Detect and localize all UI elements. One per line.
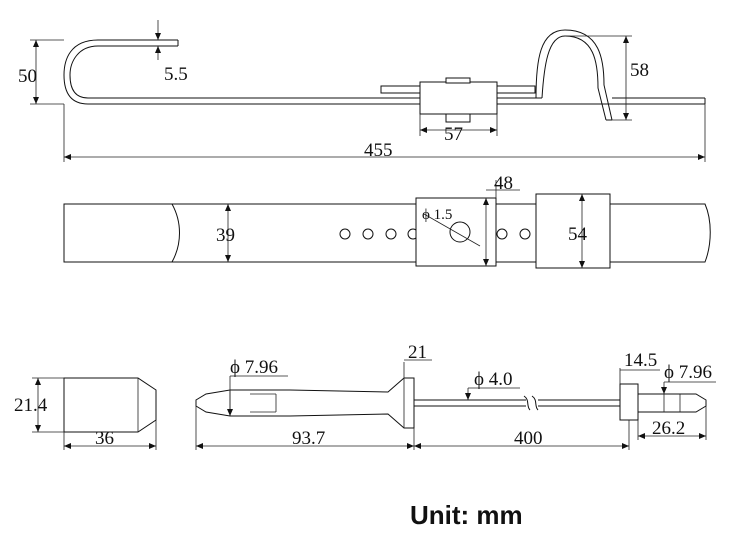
hole [339,228,351,240]
pin-view: 21.4 36 ϕ 7.96 21 93.7 ϕ 4.0 400 14.5 ϕ … [14,342,716,450]
unit-label: Unit: mm [410,500,523,530]
end-dia-dim-label: ϕ 7.96 [664,362,712,383]
top-view: 39 ϕ 1.5 48 54 [63,173,711,269]
right-hook-inner [541,35,607,121]
right-hook [535,29,613,121]
side-view: 50 5.5 58 57 455 [18,20,706,162]
end-pin [637,393,707,413]
end-length-dim-label: 26.2 [652,418,685,439]
hole [385,228,397,240]
band-dim-label: 39 [216,225,235,246]
block2-dim-label: 54 [568,224,588,245]
hole-dim-label: ϕ 1.5 [422,207,452,223]
cap-length-dim-label: 36 [95,428,114,449]
block-width-dim-label: 48 [494,173,513,194]
wire-dim-label: 5.5 [164,64,188,85]
hole [519,228,531,240]
cable-length-dim-label: 400 [514,428,543,449]
clip-dim-label: 57 [444,124,463,145]
hole [362,228,374,240]
locking-tab-top [445,77,471,84]
cable-dia-dim-label: ϕ 4.0 [474,369,513,390]
left-hook [63,39,705,105]
hole [496,228,508,240]
locking-body [419,81,498,115]
hook-dim-label: 58 [630,60,649,81]
pin-body [195,377,415,429]
right-insert [496,85,536,94]
cap-height-dim-label: 21.4 [14,395,48,416]
body-length-dim-label: 93.7 [292,428,325,449]
end-width-dim-label: 14.5 [624,350,657,371]
end-collar [619,383,639,421]
center-hole [449,221,471,243]
band [63,203,711,263]
cap [63,377,157,433]
pin-dia-dim-label: ϕ 7.96 [230,357,278,378]
flange-dim-label: 21 [408,342,427,363]
leader-line [423,213,481,247]
left-hook-inner [69,45,542,99]
length-dim-label: 455 [364,140,393,161]
band-tip-curve [171,203,180,263]
second-block [535,193,611,269]
height-dim-label: 50 [18,66,37,87]
left-insert [380,85,421,94]
locking-tab-bottom [445,113,471,123]
